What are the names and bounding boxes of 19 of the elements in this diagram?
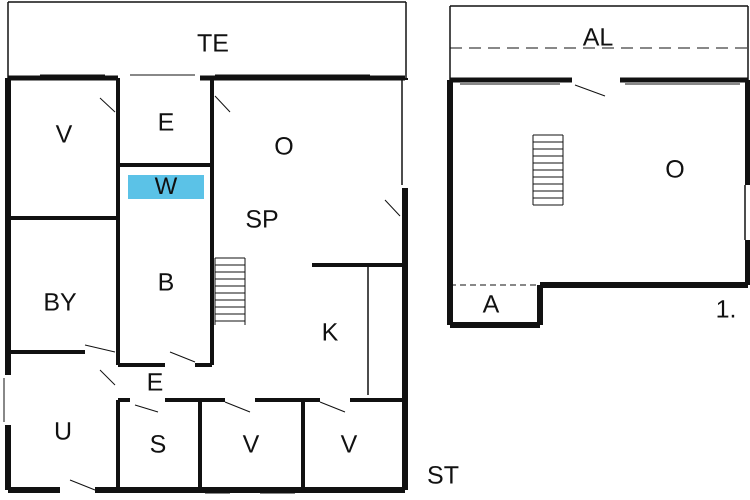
room-label: V xyxy=(242,432,260,458)
room-label: V xyxy=(56,122,72,148)
room-label: E xyxy=(146,370,164,396)
room-label: O xyxy=(274,134,294,160)
room-label: SP xyxy=(245,208,279,232)
room-label: TE xyxy=(197,32,229,56)
room-label: U xyxy=(54,420,72,444)
room-label: S xyxy=(150,432,166,458)
floor-number: 1. xyxy=(716,298,736,322)
room-label: B xyxy=(158,270,174,296)
room-label: BY xyxy=(43,290,77,316)
room-label: K xyxy=(322,320,338,346)
room-label: E xyxy=(158,110,174,136)
room-label: AL xyxy=(582,26,614,50)
room-label: V xyxy=(340,432,358,458)
room-label: A xyxy=(482,292,500,318)
room-label: ST xyxy=(427,464,459,488)
room-label: O xyxy=(665,158,685,182)
highlighted-room: W xyxy=(128,175,204,199)
